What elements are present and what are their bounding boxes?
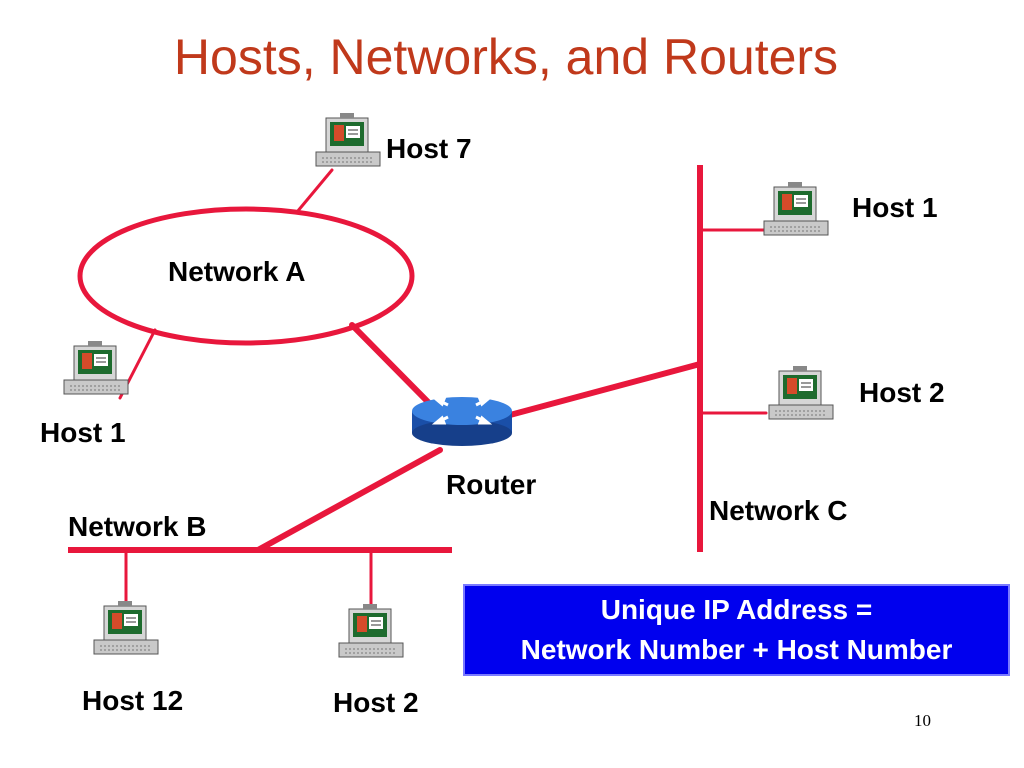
link-router-network-b [255, 447, 443, 553]
computer-icon-host12 [93, 601, 159, 655]
computer-icon-host2-b [338, 604, 404, 658]
host2-b-label: Host 2 [333, 687, 419, 718]
link-network-a-router [349, 322, 433, 407]
host12-label: Host 12 [82, 685, 184, 716]
ip-address-callout: Unique IP Address = Network Number + Hos… [463, 584, 1010, 676]
computer-icon-host1-a [63, 341, 129, 395]
network-b-label: Network B [68, 511, 207, 542]
link-router-network-c [507, 361, 703, 418]
link-host7-network-a [295, 168, 334, 214]
computer-icon-host1-c [763, 182, 829, 236]
callout-line-2: Network Number + Host Number [520, 634, 953, 665]
router-icon [412, 397, 512, 446]
host2-c-label: Host 2 [859, 377, 945, 408]
host1-c-label: Host 1 [852, 192, 938, 223]
page-number: 10 [914, 711, 931, 730]
router-label: Router [446, 469, 537, 500]
slide-title: Hosts, Networks, and Routers [173, 29, 839, 85]
host7-label: Host 7 [386, 133, 472, 164]
network-a-ellipse [77, 206, 415, 346]
callout-line-1: Unique IP Address = [600, 594, 873, 625]
computer-icon-host7 [315, 113, 381, 167]
network-a-label: Network A [168, 256, 306, 287]
network-c-label: Network C [709, 495, 848, 526]
computer-icon-host2-c [768, 366, 834, 420]
host1-a-label: Host 1 [40, 417, 126, 448]
